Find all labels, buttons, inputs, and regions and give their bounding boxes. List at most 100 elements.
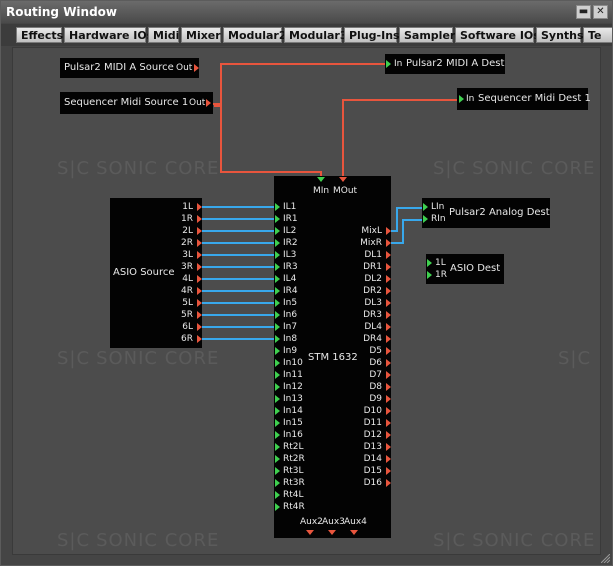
stm-output-port-icon[interactable]: [386, 275, 391, 283]
routing-wires: [202, 63, 459, 340]
stm-input-port-icon[interactable]: [275, 383, 280, 391]
stm-input-port-icon[interactable]: [275, 347, 280, 355]
sequencer-midi-dest-module[interactable]: In Sequencer Midi Dest 1: [457, 88, 591, 110]
stm-output-port-icon[interactable]: [386, 395, 391, 403]
tab-midi[interactable]: Midi: [148, 27, 179, 43]
stm-input-port-icon[interactable]: [275, 251, 280, 259]
stm-input-port-icon[interactable]: [275, 311, 280, 319]
asio-source-output-port-icon[interactable]: [197, 227, 202, 235]
stm-input-port-icon[interactable]: [275, 491, 280, 499]
asio-source-output-port-icon[interactable]: [197, 251, 202, 259]
stm-input-port-icon[interactable]: [275, 407, 280, 415]
midi-out-port-icon[interactable]: [194, 64, 199, 72]
stm-output-port-icon[interactable]: [386, 431, 391, 439]
stm-input-port-icon[interactable]: [275, 287, 280, 295]
tab-hardware-ios[interactable]: Hardware IOs: [64, 27, 153, 43]
pulsar2-analog-dest-input-port-icon[interactable]: [423, 203, 428, 211]
stm-input-port-icon[interactable]: [275, 323, 280, 331]
stm-aux-port-icon[interactable]: [350, 530, 358, 535]
stm-input-port-icon[interactable]: [275, 335, 280, 343]
stm-aux-port-icon[interactable]: [306, 530, 314, 535]
stm-output-port-icon[interactable]: [386, 323, 391, 331]
stm-output-port-icon[interactable]: [386, 335, 391, 343]
stm-output-port-icon[interactable]: [386, 227, 391, 235]
tab-te[interactable]: Te: [583, 27, 612, 43]
asio-source-output-port-icon[interactable]: [197, 335, 202, 343]
stm-input-port-icon[interactable]: [275, 359, 280, 367]
pulsar2-midi-dest-module[interactable]: In Pulsar2 MIDI A Dest: [385, 54, 505, 74]
stm-output-port-label: DL2: [364, 274, 382, 284]
close-icon[interactable]: ✕: [593, 5, 608, 19]
midi-out-port-icon[interactable]: [339, 177, 347, 182]
midi-out-port-icon[interactable]: [206, 99, 211, 107]
stm-input-port-icon[interactable]: [275, 395, 280, 403]
tab-mixer[interactable]: Mixer: [181, 27, 221, 43]
tab-effects[interactable]: Effects: [16, 27, 63, 43]
tab-synths[interactable]: Synths: [536, 27, 584, 43]
asio-source-output-port-icon[interactable]: [197, 287, 202, 295]
stm-input-port-icon[interactable]: [275, 479, 280, 487]
asio-source-output-port-icon[interactable]: [197, 203, 202, 211]
asio-source-output-port-icon[interactable]: [197, 311, 202, 319]
tab-plug-ins[interactable]: Plug-Ins: [344, 27, 400, 43]
stm-output-port-icon[interactable]: [386, 251, 391, 259]
midi-in-port-icon[interactable]: [317, 177, 325, 182]
pulsar2-analog-dest-input-port-icon[interactable]: [423, 215, 428, 223]
stm-output-port-icon[interactable]: [386, 359, 391, 367]
stm-input-port-icon[interactable]: [275, 467, 280, 475]
stm-output-port-icon[interactable]: [386, 263, 391, 271]
asio-source-output-port-icon[interactable]: [197, 299, 202, 307]
stm-output-port-icon[interactable]: [386, 419, 391, 427]
stm-output-port-icon[interactable]: [386, 239, 391, 247]
tab-modular2[interactable]: Modular2: [223, 27, 286, 43]
stm-input-port-icon[interactable]: [275, 215, 280, 223]
asio-dest-input-port-icon[interactable]: [427, 271, 432, 279]
stm-input-port-icon[interactable]: [275, 227, 280, 235]
stm-output-port-icon[interactable]: [386, 455, 391, 463]
asio-source-output-port-icon[interactable]: [197, 323, 202, 331]
stm-input-port-icon[interactable]: [275, 239, 280, 247]
stm-input-port-icon[interactable]: [275, 275, 280, 283]
stm-input-port-icon[interactable]: [275, 203, 280, 211]
stm-output-port-icon[interactable]: [386, 287, 391, 295]
stm-input-port-icon[interactable]: [275, 455, 280, 463]
stm-output-port-icon[interactable]: [386, 383, 391, 391]
asio-dest-input-port-icon[interactable]: [427, 259, 432, 267]
asio-source-output-port-icon[interactable]: [197, 263, 202, 271]
stm-input-port-icon[interactable]: [275, 431, 280, 439]
stm-output-port-icon[interactable]: [386, 479, 391, 487]
title-bar[interactable]: Routing Window ▬ ✕: [1, 1, 612, 23]
stm-input-port-icon[interactable]: [275, 443, 280, 451]
stm-output-port-icon[interactable]: [386, 299, 391, 307]
stm-output-port-label: D11: [363, 418, 382, 428]
resize-grip-icon[interactable]: [601, 554, 610, 563]
midi-in-port-icon[interactable]: [459, 95, 464, 103]
stm-input-port-icon[interactable]: [275, 299, 280, 307]
asio-source-output-port-icon[interactable]: [197, 239, 202, 247]
asio-source-output-port-icon[interactable]: [197, 275, 202, 283]
tab-software-ios[interactable]: Software IOs: [455, 27, 540, 43]
tab-sampler[interactable]: Sampler: [399, 27, 455, 43]
stm-input-port-icon[interactable]: [275, 263, 280, 271]
stm-input-port-icon[interactable]: [275, 419, 280, 427]
stm-output-port-icon[interactable]: [386, 407, 391, 415]
stm-output-port-icon[interactable]: [386, 311, 391, 319]
stm-input-port-icon[interactable]: [275, 371, 280, 379]
stm-aux-port-icon[interactable]: [328, 530, 336, 535]
midi-in-port-icon[interactable]: [386, 60, 391, 68]
stm-output-port-icon[interactable]: [386, 371, 391, 379]
stm-input-port-icon[interactable]: [275, 503, 280, 511]
minimize-icon[interactable]: ▬: [576, 5, 591, 19]
tab-modular3[interactable]: Modular3: [284, 27, 347, 43]
stm-output-port-icon[interactable]: [386, 347, 391, 355]
asio-source-output-port-icon[interactable]: [197, 215, 202, 223]
sequencer-midi-source-module[interactable]: Sequencer Midi Source 1 Out: [60, 92, 213, 114]
stm-output-port-icon[interactable]: [386, 443, 391, 451]
stm-output-port-icon[interactable]: [386, 467, 391, 475]
pulsar2-midi-source-module[interactable]: Pulsar2 MIDI A Source Out: [60, 58, 199, 78]
